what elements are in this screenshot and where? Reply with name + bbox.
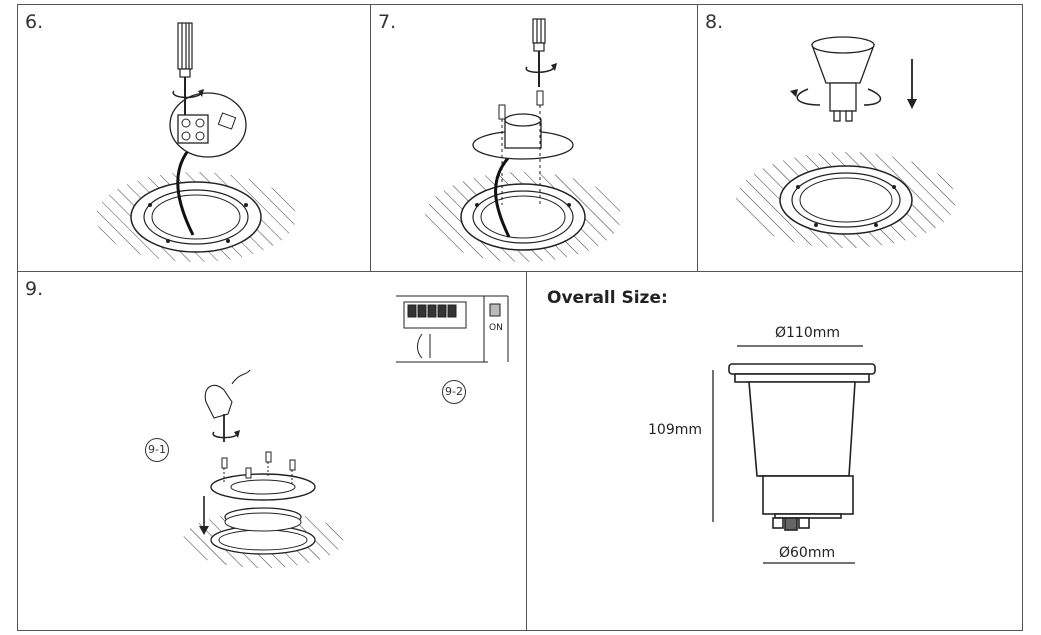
screwdriver [532,18,546,87]
step-8-panel: 8. [697,4,1023,272]
bottom-diameter-label: Ø60mm [779,545,836,561]
step-number: 7. [378,11,397,33]
screwdriver [177,22,193,115]
step-6-illustration [96,22,296,262]
rotate-arrow [796,88,821,106]
rotate-arrow [212,431,239,439]
switch-inset [396,295,509,363]
overall-size-title: Overall Size: [547,288,668,308]
power-cable [176,143,195,236]
step-number: 6. [25,11,44,33]
screw [536,90,544,106]
switch-label: ON [489,323,503,333]
screw [498,104,506,120]
step-9-panel: 9. [17,271,527,631]
step-7-panel: 7. [370,4,698,272]
step-number: 9. [25,278,44,300]
product-outline [728,363,876,531]
top-diameter-label: Ø110mm [775,325,841,341]
step-7-illustration [425,18,621,262]
substep-9-2-badge: 9-2 [442,380,466,404]
step-8-illustration [736,36,956,248]
step-9-illustration: ON [183,295,509,568]
overall-size-panel: Overall Size: Ø110mm 109mm Ø60mm [526,271,1023,631]
substep-9-1-badge: 9-1 [145,438,169,462]
power-cable [494,153,513,238]
screws [221,451,296,484]
rotate-arrow [525,66,556,73]
step-number: 8. [705,11,724,33]
height-label: 109mm [648,422,702,438]
gu10-bulb [811,36,875,122]
hand-icon [204,369,251,442]
step-6-panel: 6. [17,4,371,272]
rotate-arrow [172,90,203,99]
dimension-drawing [712,345,876,564]
